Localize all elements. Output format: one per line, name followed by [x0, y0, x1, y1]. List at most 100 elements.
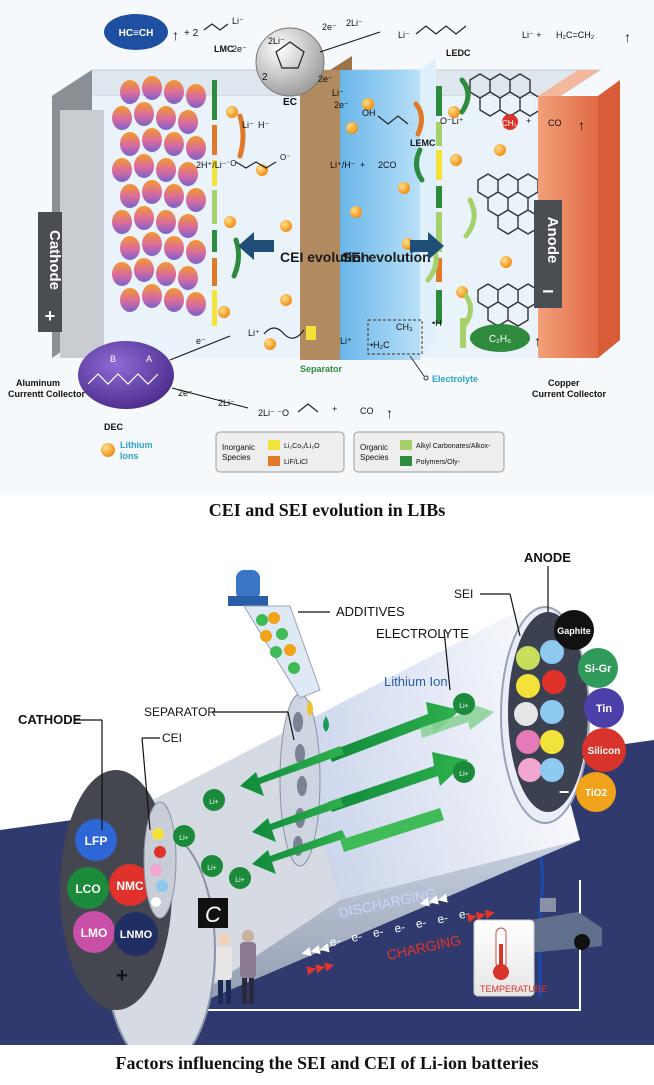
ec-number: 2: [262, 72, 268, 83]
acetylene-label: HC≡CH: [119, 28, 154, 39]
li-plus-2: Li+: [459, 771, 469, 778]
thermometer-icon: TEMPERATURE: [473, 919, 547, 997]
sei-cei-factors-diagram: LFP LCO NMC LMO LNMO +: [0, 540, 654, 1045]
li-left: Li⁻: [242, 120, 254, 130]
cei-disk: [143, 801, 177, 919]
anode-bar: Anode −: [534, 200, 562, 308]
arrows-right: ▶▶▶: [306, 957, 337, 977]
electron-2: e-: [350, 929, 363, 945]
cei-sei-evolution-diagram: Cathode +: [0, 0, 654, 495]
lnmo-circle: [114, 912, 158, 956]
figure2-caption: Factors influencing the SEI and CEI of L…: [115, 1053, 539, 1073]
lmc-molecule: Li⁻ 2e⁻ LMC: [203, 16, 247, 54]
c2h6-label: C₂H₆: [489, 334, 511, 345]
cathode-particles: [112, 76, 206, 316]
ledc-li-a: Li⁻: [398, 30, 410, 40]
up-arrow-3: ↑: [578, 117, 585, 133]
arrows-right-top: ▶▶▶: [466, 905, 497, 925]
acetylene-molecule: HC≡CH ↑ + 2: [104, 14, 199, 50]
co-top: CO: [548, 118, 562, 128]
two-li-o: 2Li⁻ ⁻O: [258, 408, 289, 418]
oh-label: OH: [362, 108, 376, 118]
anode-label: Anode: [544, 217, 561, 264]
li-plus-6: Li+: [235, 877, 245, 884]
ledc-li-b: Li⁻ +: [522, 30, 542, 40]
two-co: 2CO: [378, 160, 397, 170]
tin-circle: [584, 688, 624, 728]
co-bottom: CO: [360, 406, 374, 416]
silicon-circle: [582, 728, 626, 772]
lmc-2e: 2e⁻: [232, 44, 247, 54]
plus-bottom: +: [332, 404, 337, 414]
tio2-circle: [576, 772, 616, 812]
additives-label: ADDITIVES: [336, 604, 405, 619]
o-minus: O⁻: [280, 153, 290, 162]
tio2-label: TiO2: [585, 788, 607, 799]
lnmo-label: LNMO: [120, 929, 153, 941]
up-arrow-1: ↑: [172, 27, 179, 43]
cathode-bar: Cathode +: [38, 212, 63, 332]
electron-3: e-: [371, 924, 384, 940]
legend: Lithium Ions Inorganic Species Li₂Co₃/Li…: [101, 431, 505, 473]
cei-evolution-label: CEI evolution: [280, 249, 369, 265]
middle-reactions: Li⁻ H⁻ 2H⁺/Li⁻ ⁻O O⁻ Li⁺/H⁻ + 2CO 2e⁻ Li…: [196, 74, 585, 170]
li-plus-5: Li+: [207, 865, 217, 872]
legend-lithium: Lithium: [120, 440, 153, 450]
h-left: H⁻: [258, 120, 269, 130]
collector-labels: Aluminum Currentt Collector Copper Curre…: [8, 378, 607, 399]
dropper-icon: [228, 570, 329, 732]
label-leaders: [74, 566, 549, 831]
cei-evolution-arrow: CEI evolution: [238, 232, 369, 265]
ion-flow-arrows: [240, 702, 494, 874]
al-collector-line2: Currentt Collector: [8, 389, 86, 399]
cathode-materials: LFP LCO NMC LMO LNMO +: [67, 819, 158, 987]
2li-bottom: 2Li⁻: [218, 398, 235, 408]
li-plus-1: Li+: [459, 703, 469, 710]
al-collector-line1: Aluminum: [16, 378, 60, 388]
lfp-label: LFP: [85, 834, 108, 848]
2e-bottom: 2e⁻: [178, 388, 193, 398]
electrolyte-label-2: ELECTROLYTE: [376, 626, 469, 641]
two-h-li: 2H⁺/Li⁻: [196, 160, 227, 170]
figure1-caption: CEI and SEI evolution in LIBs: [208, 500, 446, 520]
li-plus-3: Li+: [209, 799, 219, 806]
c-rate-label: C: [205, 902, 221, 927]
graphite-label: Gaphite: [557, 626, 591, 636]
arrows-left-top: ◀◀◀: [418, 890, 449, 910]
h2c-label: •H₂C: [370, 340, 390, 350]
legend-organic-item-1: Alkyl Carbonates/Alkox-: [416, 443, 491, 450]
separator-label-2: SEPARATOR: [144, 705, 216, 719]
dec-a: A: [146, 354, 152, 364]
ec-2li: 2Li⁻: [268, 36, 285, 46]
lemc-li: O⁻Li⁺: [440, 116, 464, 126]
ec-label: EC: [283, 97, 297, 108]
graphite-circle: [554, 610, 594, 650]
li-plus-4: Li+: [179, 835, 189, 842]
up-arrow-2: ↑: [624, 29, 631, 45]
electron-1: e-: [328, 933, 341, 949]
si-gr-circle: [578, 648, 618, 688]
silicon-label: Silicon: [588, 746, 621, 757]
up-arrow-4: ↑: [534, 333, 541, 349]
lithium-ions: [218, 98, 518, 350]
plus-sign: +: [116, 965, 128, 987]
ec-li: Li⁻: [332, 88, 344, 98]
plus-co: +: [526, 116, 531, 126]
sei-evolution-arrow: SEI evolution: [342, 232, 444, 265]
ec-molecule: 2Li⁻ 2 EC: [255, 27, 325, 108]
lco-label: LCO: [75, 882, 100, 896]
plus2: + 2: [184, 28, 199, 39]
sei-label-2: SEI: [454, 587, 473, 601]
lmc-li: Li⁻: [232, 16, 244, 26]
dec-label: DEC: [104, 422, 124, 432]
electron-5: e-: [414, 915, 427, 931]
anode-end: −: [508, 612, 588, 812]
cei-film: [212, 80, 217, 326]
li-sep: Li⁺: [248, 328, 260, 338]
dec-b: B: [110, 354, 116, 364]
lmo-label: LMO: [81, 926, 108, 940]
separator-label: Separator: [300, 364, 343, 374]
anode-label-2: ANODE: [524, 550, 571, 565]
electron-7: e-: [458, 906, 471, 922]
legend-inorganic-item-2: LiF/LiCl: [284, 459, 308, 466]
